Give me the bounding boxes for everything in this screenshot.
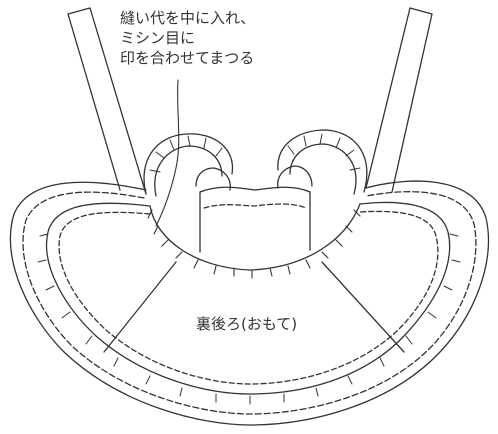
front-panel <box>199 186 311 253</box>
annotation-line-2: ミシン目に <box>120 29 196 47</box>
bib-outer-edge <box>9 180 490 426</box>
left-strap <box>67 7 147 195</box>
panel-label: 裏後ろ(おもて) <box>196 315 298 333</box>
gathered-ruffle-left <box>143 133 234 197</box>
bib-inner-panel <box>46 201 451 395</box>
annotation-line-3: 印を合わせてまつる <box>120 49 255 67</box>
neckline-seam <box>147 203 361 279</box>
right-strap <box>365 7 433 193</box>
gathered-ruffle-right <box>277 129 368 195</box>
annotation-leader-line <box>155 79 180 227</box>
annotation-line-1: 縫い代を中に入れ、 <box>120 9 256 27</box>
sewing-instruction-annotation: 縫い代を中に入れ、 ミシン目に 印を合わせてまつる <box>120 8 255 68</box>
